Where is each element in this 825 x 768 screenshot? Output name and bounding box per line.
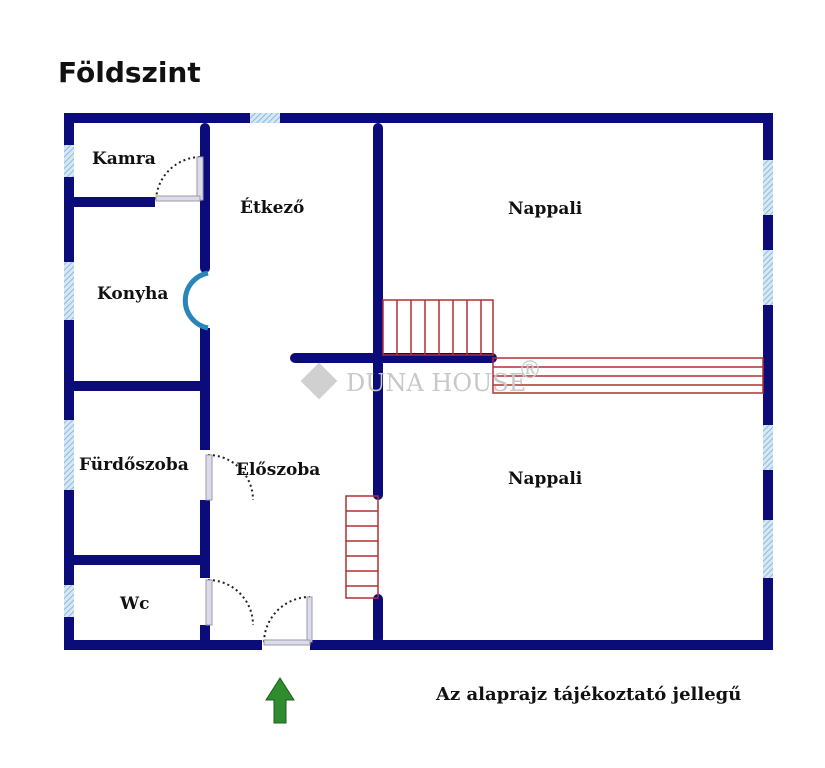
room-label-furdoszoba: Fürdőszoba [79,455,189,475]
duna-house-logo-icon [300,362,338,400]
watermark: DUNA HOUSE ® [300,356,542,400]
floor-title: Földszint [58,56,201,89]
stairs [345,299,764,599]
room-label-konyha: Konyha [97,284,168,304]
room-label-wc: Wc [119,594,149,614]
entrance-arrow-icon [265,677,295,724]
watermark-text: DUNA HOUSE [346,369,526,397]
room-label-etkezo: Étkező [240,197,304,218]
doors [155,156,311,643]
watermark-registered: ® [518,356,542,384]
disclaimer-text: Az alaprajz tájékoztató jellegű [436,684,742,705]
room-label-eloszoba: Előszoba [236,460,320,480]
windows [64,113,773,617]
room-label-kamra: Kamra [92,149,156,169]
room-label-nappali-bottom: Nappali [508,469,583,489]
kitchen-arc-door [182,270,209,331]
room-label-nappali-top: Nappali [508,199,583,219]
door-leaves [155,156,313,646]
